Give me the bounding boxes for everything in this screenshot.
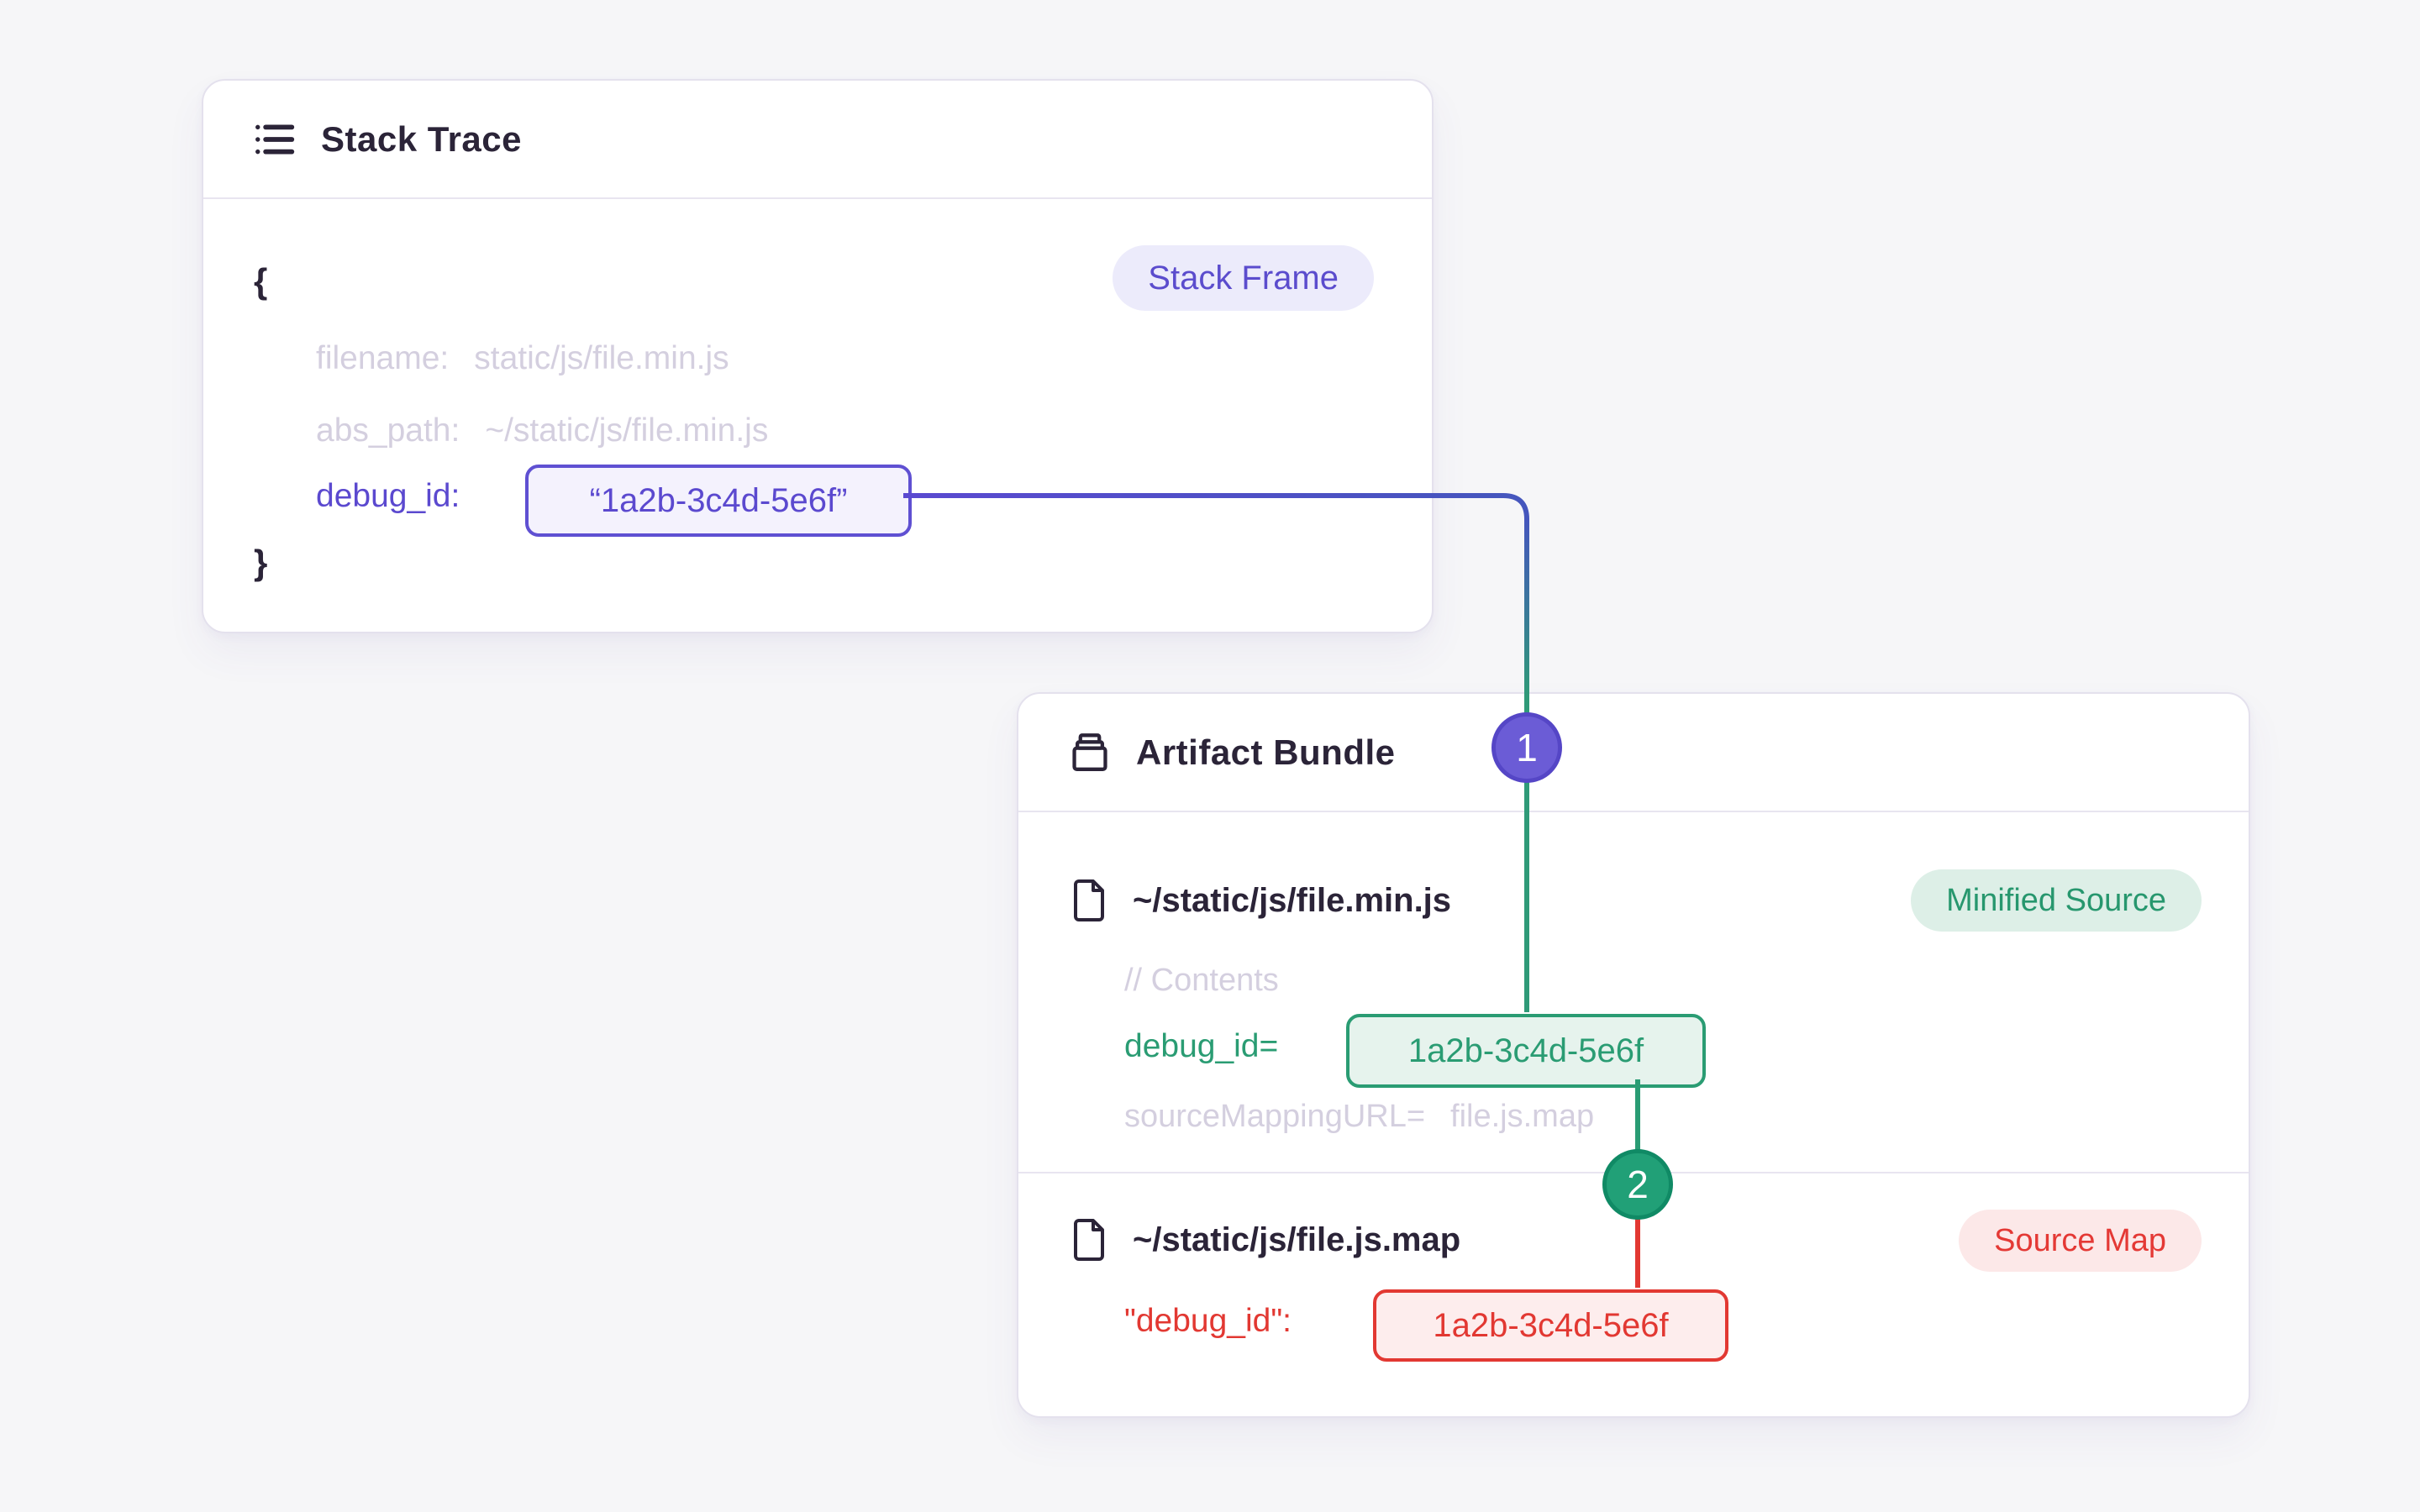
artifact-bundle-title: Artifact Bundle [1136, 732, 1396, 772]
step-1-badge: 1 [1491, 712, 1562, 783]
source-map-badge: Source Map [1959, 1210, 2202, 1272]
stack-brace-open: { [254, 261, 268, 301]
stack-debug-id-key: debug_id: [316, 478, 460, 514]
minified-file-row: ~/static/js/file.min.js [1069, 877, 1451, 924]
abs-path-key: abs_path: [316, 412, 460, 449]
stack-trace-header: Stack Trace [203, 81, 1432, 199]
artifact-bundle-card: Artifact Bundle ~/static/js/file.min.js … [1017, 692, 2250, 1418]
stack-trace-card: Stack Trace Stack Frame { filename: stati… [202, 79, 1434, 633]
stack-trace-title: Stack Trace [321, 118, 523, 159]
source-mapping-key: sourceMappingURL= [1124, 1099, 1426, 1134]
artifact-bundle-header: Artifact Bundle [1018, 694, 2249, 812]
contents-comment: // Contents [1124, 963, 1279, 998]
source-mapping-value: file.js.map [1450, 1099, 1595, 1134]
file-icon [1074, 879, 1104, 921]
filename-value: static/js/file.min.js [474, 340, 729, 376]
minified-debug-id-box: 1a2b-3c4d-5e6f [1346, 1014, 1706, 1088]
abs-path-row: abs_path: ~/static/js/file.min.js [316, 412, 768, 449]
archive-stack-icon [1072, 732, 1107, 771]
stack-debug-id-box: “1a2b-3c4d-5e6f” [525, 465, 912, 537]
minified-file-name: ~/static/js/file.min.js [1133, 881, 1452, 919]
file-icon [1074, 1219, 1104, 1261]
sourcemap-debug-id-key: "debug_id": [1124, 1303, 1292, 1339]
sourcemap-file-name: ~/static/js/file.js.map [1133, 1221, 1461, 1258]
sourcemap-debug-id-box: 1a2b-3c4d-5e6f [1373, 1289, 1728, 1362]
stack-frame-badge: Stack Frame [1113, 245, 1374, 311]
source-mapping-row: sourceMappingURL= file.js.map [1124, 1099, 1594, 1135]
abs-path-value: ~/static/js/file.min.js [485, 412, 769, 449]
stack-brace-close: } [254, 543, 268, 582]
filename-key: filename: [316, 340, 450, 376]
sourcemap-file-row: ~/static/js/file.js.map [1069, 1216, 1460, 1263]
filename-row: filename: static/js/file.min.js [316, 340, 729, 377]
list-icon [255, 123, 295, 155]
minified-source-badge: Minified Source [1911, 869, 2202, 932]
step-2-badge: 2 [1602, 1149, 1673, 1220]
minified-debug-id-key: debug_id= [1124, 1028, 1279, 1064]
